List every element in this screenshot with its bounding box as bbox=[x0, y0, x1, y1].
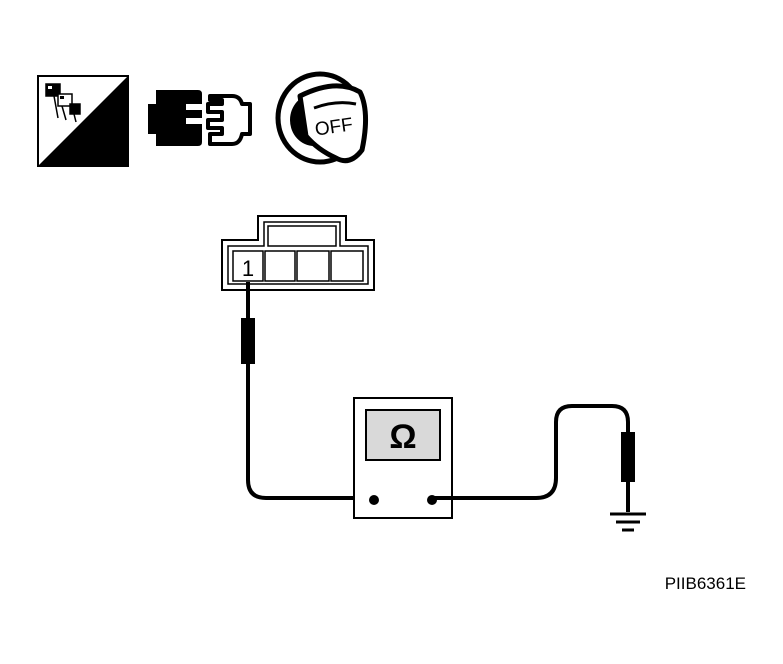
ohm-symbol: Ω bbox=[389, 418, 416, 456]
harness-connector: 1 bbox=[221, 215, 375, 291]
connector-cavities bbox=[232, 250, 364, 282]
figure-code: PIIB6361E bbox=[665, 574, 746, 593]
terminal-1-label: 1 bbox=[242, 256, 254, 281]
cavity-4 bbox=[330, 250, 364, 282]
mini-harness-icon bbox=[45, 83, 81, 123]
meter-display bbox=[365, 409, 441, 461]
cavity-1 bbox=[232, 250, 264, 282]
ignition-key-off-icon: OFF bbox=[275, 71, 368, 165]
meter-terminal-left bbox=[369, 495, 379, 505]
key-tag-label: OFF bbox=[314, 114, 355, 140]
harness-tag-label: H.S. bbox=[81, 142, 118, 163]
probe-grip-upper bbox=[241, 318, 255, 364]
cavity-3 bbox=[296, 250, 330, 282]
connector-disconnected-icon bbox=[148, 90, 252, 146]
ground-symbol bbox=[610, 512, 646, 532]
probe-grip-lower bbox=[621, 432, 635, 482]
test-lead-ground bbox=[432, 404, 635, 512]
test-lead-positive bbox=[241, 282, 376, 500]
harness-sheet-icon: H.S. bbox=[37, 75, 129, 167]
cavity-2 bbox=[264, 250, 296, 282]
